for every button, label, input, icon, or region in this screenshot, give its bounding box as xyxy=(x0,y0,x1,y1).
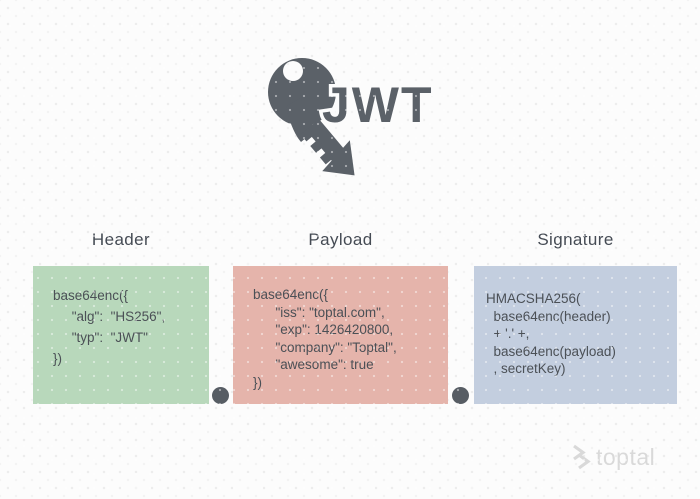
code-line: base64enc({ xyxy=(53,288,129,303)
code-line: "company": "Toptal", xyxy=(253,339,397,355)
code-line: }) xyxy=(253,374,263,390)
key-icon xyxy=(268,58,355,176)
section-title-payload: Payload xyxy=(308,230,373,249)
signature-code-box: HMACSHA256( base64enc(header) + '.' +, b… xyxy=(474,266,677,404)
toptal-chevrons-icon xyxy=(573,444,591,470)
toptal-wordmark: toptal xyxy=(596,444,656,470)
code-line: "iss": "toptal.com", xyxy=(253,304,385,320)
payload-code-box: base64enc({ "iss": "toptal.com", "exp": … xyxy=(233,266,448,404)
code-line: HMACSHA256( xyxy=(486,291,581,306)
code-line: + '.' +, xyxy=(486,326,530,341)
code-line: , secretKey) xyxy=(486,361,566,376)
code-line: "typ": "JWT" xyxy=(53,330,148,345)
section-title-header: Header xyxy=(91,230,151,249)
code-line: "alg": "HS256", xyxy=(53,309,166,324)
toptal-logo: toptal xyxy=(570,444,655,470)
connector-dot-2 xyxy=(452,387,469,404)
header-code-box: base64enc({ "alg": "HS256", "typ": "JWT"… xyxy=(33,266,209,404)
section-title-signature: Signature xyxy=(537,230,614,249)
code-line: "exp": 1426420800, xyxy=(253,322,394,337)
jwt-logo: JWT xyxy=(268,58,435,176)
code-line: }) xyxy=(53,351,63,366)
code-line: base64enc({ xyxy=(253,287,329,302)
connector-dot-1 xyxy=(212,387,229,404)
code-line: base64enc(payload) xyxy=(486,343,616,359)
code-line: "awesome": true xyxy=(253,357,374,372)
jwt-title: JWT xyxy=(322,77,434,133)
code-line: base64enc(header) xyxy=(486,308,611,324)
